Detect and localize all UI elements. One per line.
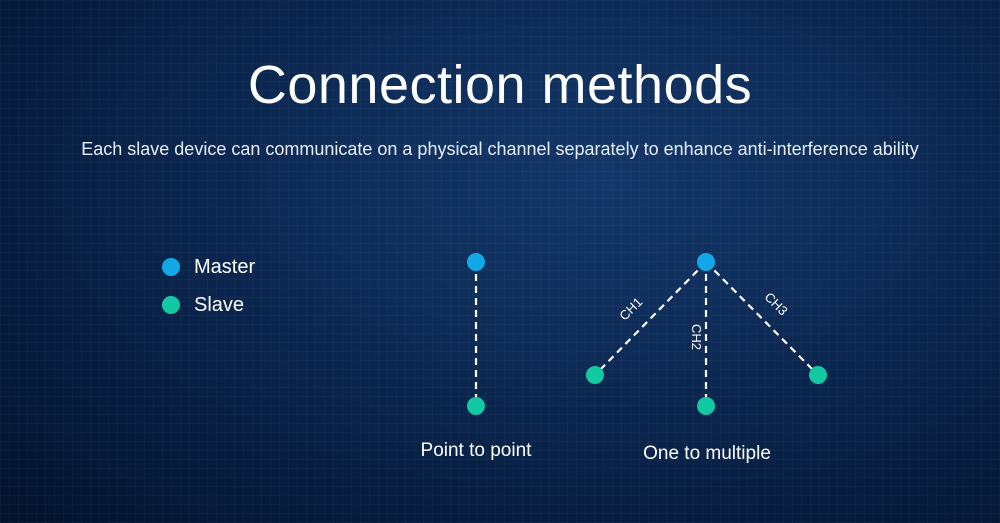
ch3-label: CH3 [762,289,791,318]
p2p-slave-node [467,397,485,415]
legend: Master Slave [162,254,255,330]
multi-slave-node-2 [697,397,715,415]
point-to-point-caption: Point to point [420,440,532,461]
multi-slave-node-1 [586,366,604,384]
legend-label-master: Master [194,255,256,278]
one-to-multiple-caption: One to multiple [643,443,771,464]
p2p-master-node [467,253,485,271]
multi-slave-node-3 [809,366,827,384]
page-subtitle: Each slave device can communicate on a p… [81,139,919,159]
multi-master-node [697,253,715,271]
legend-label-slave: Slave [194,293,245,316]
point-to-point-diagram [467,253,485,415]
slave-dot-icon [162,296,180,314]
legend-item-slave: Slave [162,292,255,318]
ch3-link [705,261,819,376]
page-title: Connection methods [247,55,753,115]
master-dot-icon [162,258,180,276]
one-to-multiple-diagram: CH1 CH2 CH3 [586,253,827,415]
ch1-link [594,261,707,376]
ch2-label: CH2 [689,324,704,350]
ch1-label: CH1 [616,294,645,323]
legend-item-master: Master [162,254,255,280]
